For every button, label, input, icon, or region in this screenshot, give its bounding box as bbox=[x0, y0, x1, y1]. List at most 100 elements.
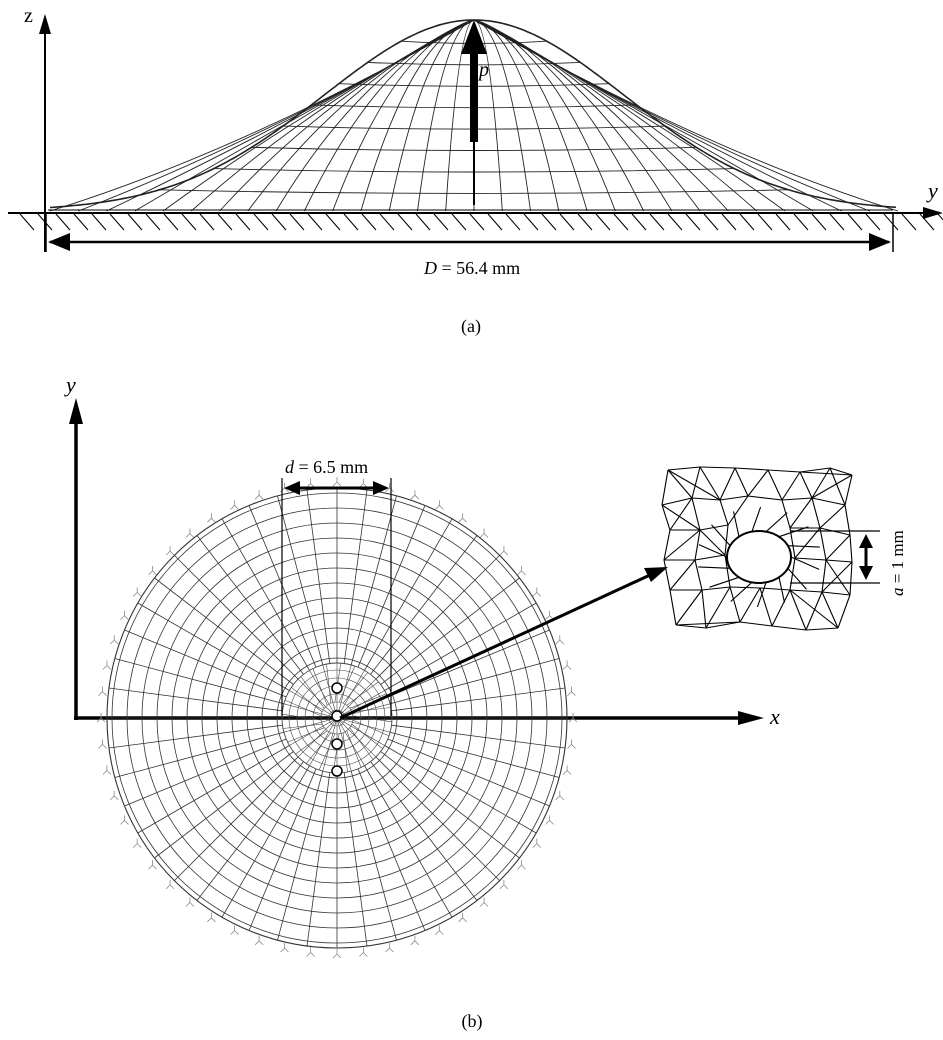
membrane-meridian bbox=[388, 19, 475, 212]
inset-edge bbox=[844, 504, 851, 536]
inset-edge bbox=[811, 467, 831, 499]
inner-spoke bbox=[336, 670, 365, 719]
mesh-spoke bbox=[277, 770, 324, 941]
load-arrow-thick bbox=[470, 52, 478, 142]
membrane-meridian bbox=[162, 19, 475, 212]
hatch-line bbox=[685, 213, 701, 231]
mesh-spoke bbox=[391, 687, 566, 712]
panel-a: z y p D = 56.4 mm (a) bbox=[8, 5, 943, 337]
inset-edge bbox=[675, 624, 707, 629]
support-symbol bbox=[120, 815, 129, 825]
support-symbol bbox=[562, 660, 572, 670]
mesh-spoke bbox=[343, 772, 368, 947]
membrane-meridian bbox=[473, 19, 701, 212]
hatch-line bbox=[127, 213, 143, 231]
inner-diagonal bbox=[282, 723, 323, 729]
inset-edge bbox=[661, 504, 701, 531]
zoom-hole bbox=[726, 530, 792, 584]
support-symbol bbox=[254, 490, 264, 500]
hatch-line bbox=[667, 213, 683, 231]
membrane-meridian bbox=[473, 19, 757, 212]
support-symbol bbox=[306, 947, 315, 957]
hatch-line bbox=[289, 213, 305, 231]
support-symbol bbox=[148, 860, 157, 870]
dimension-d-arrow-right bbox=[373, 481, 389, 495]
hole-2 bbox=[331, 710, 343, 722]
hatch-line bbox=[361, 213, 377, 231]
dimension-d-arrow-left bbox=[284, 481, 300, 495]
mesh-spoke bbox=[350, 495, 397, 666]
inner-diagonal bbox=[291, 687, 323, 713]
hatch-line bbox=[541, 213, 557, 231]
inset-edge bbox=[727, 495, 749, 526]
inset-edge bbox=[767, 469, 801, 473]
mesh-spoke bbox=[154, 577, 294, 685]
mesh-spoke bbox=[364, 518, 453, 671]
hatch-line bbox=[235, 213, 251, 231]
inset-spoke bbox=[778, 526, 809, 538]
inset-spoke bbox=[778, 577, 786, 603]
inset-spoke bbox=[698, 566, 731, 569]
mesh-spoke bbox=[343, 489, 368, 664]
hatch-line bbox=[181, 213, 197, 231]
hatch-line bbox=[19, 213, 35, 231]
inner-spoke bbox=[322, 664, 338, 719]
inset-edge bbox=[849, 561, 853, 596]
mesh-spoke bbox=[387, 738, 550, 807]
zoom-inset-mesh bbox=[661, 466, 853, 631]
mesh-spoke bbox=[391, 724, 566, 749]
hatch-line bbox=[253, 213, 269, 231]
hole-3 bbox=[331, 738, 343, 750]
inset-edge bbox=[805, 627, 839, 631]
inset-edge bbox=[747, 469, 769, 497]
inner-diagonal bbox=[342, 672, 368, 704]
inset-edge bbox=[811, 474, 853, 499]
inner-diagonal bbox=[352, 715, 392, 723]
hatch-line bbox=[577, 213, 593, 231]
inset-edge bbox=[734, 467, 749, 497]
inset-edge bbox=[829, 467, 853, 476]
inset-edge bbox=[821, 591, 851, 596]
hatch-line bbox=[865, 213, 881, 231]
z-axis-arrowhead bbox=[39, 14, 51, 34]
inset-spoke bbox=[709, 576, 740, 588]
inset-edge bbox=[691, 497, 721, 501]
mesh-spoke bbox=[114, 731, 285, 778]
inner-spoke bbox=[336, 717, 352, 772]
mesh-spoke bbox=[370, 761, 478, 901]
zoom-pointer-arrowhead bbox=[644, 567, 668, 582]
hatch-line bbox=[649, 213, 665, 231]
hatch-line bbox=[757, 213, 773, 231]
dimension-a-arrow-bottom bbox=[859, 566, 873, 580]
mesh-spoke bbox=[196, 535, 304, 675]
inner-diagonal bbox=[349, 727, 374, 760]
membrane-meridian bbox=[332, 19, 475, 212]
support-symbol bbox=[109, 790, 119, 801]
support-symbol bbox=[532, 838, 542, 848]
dimension-a-arrow-top bbox=[859, 534, 873, 548]
mesh-spoke bbox=[248, 768, 317, 931]
inset-edge bbox=[811, 497, 846, 506]
support-symbol bbox=[230, 925, 239, 935]
inner-spoke bbox=[309, 717, 338, 766]
inset-spoke bbox=[751, 506, 762, 532]
load-label: p bbox=[477, 59, 489, 81]
support-symbol bbox=[555, 790, 565, 801]
inset-edge bbox=[821, 559, 827, 593]
inset-edge bbox=[729, 586, 741, 623]
membrane-meridian bbox=[191, 19, 475, 212]
dimension-d-label: d = 6.5 mm bbox=[285, 457, 368, 477]
inset-edge bbox=[719, 499, 729, 526]
membrane-meridian bbox=[473, 19, 870, 212]
mesh-spoke bbox=[389, 731, 560, 778]
support-symbol bbox=[499, 879, 509, 890]
mesh-spoke bbox=[108, 687, 283, 712]
support-symbol bbox=[532, 587, 542, 597]
support-symbol bbox=[567, 686, 576, 696]
inset-edge bbox=[699, 466, 736, 469]
inner-diagonal bbox=[318, 733, 336, 771]
x-axis-b-arrowhead bbox=[738, 711, 764, 725]
support-symbol bbox=[185, 528, 195, 538]
hatch-line bbox=[55, 213, 71, 231]
inner-spoke bbox=[322, 717, 338, 772]
